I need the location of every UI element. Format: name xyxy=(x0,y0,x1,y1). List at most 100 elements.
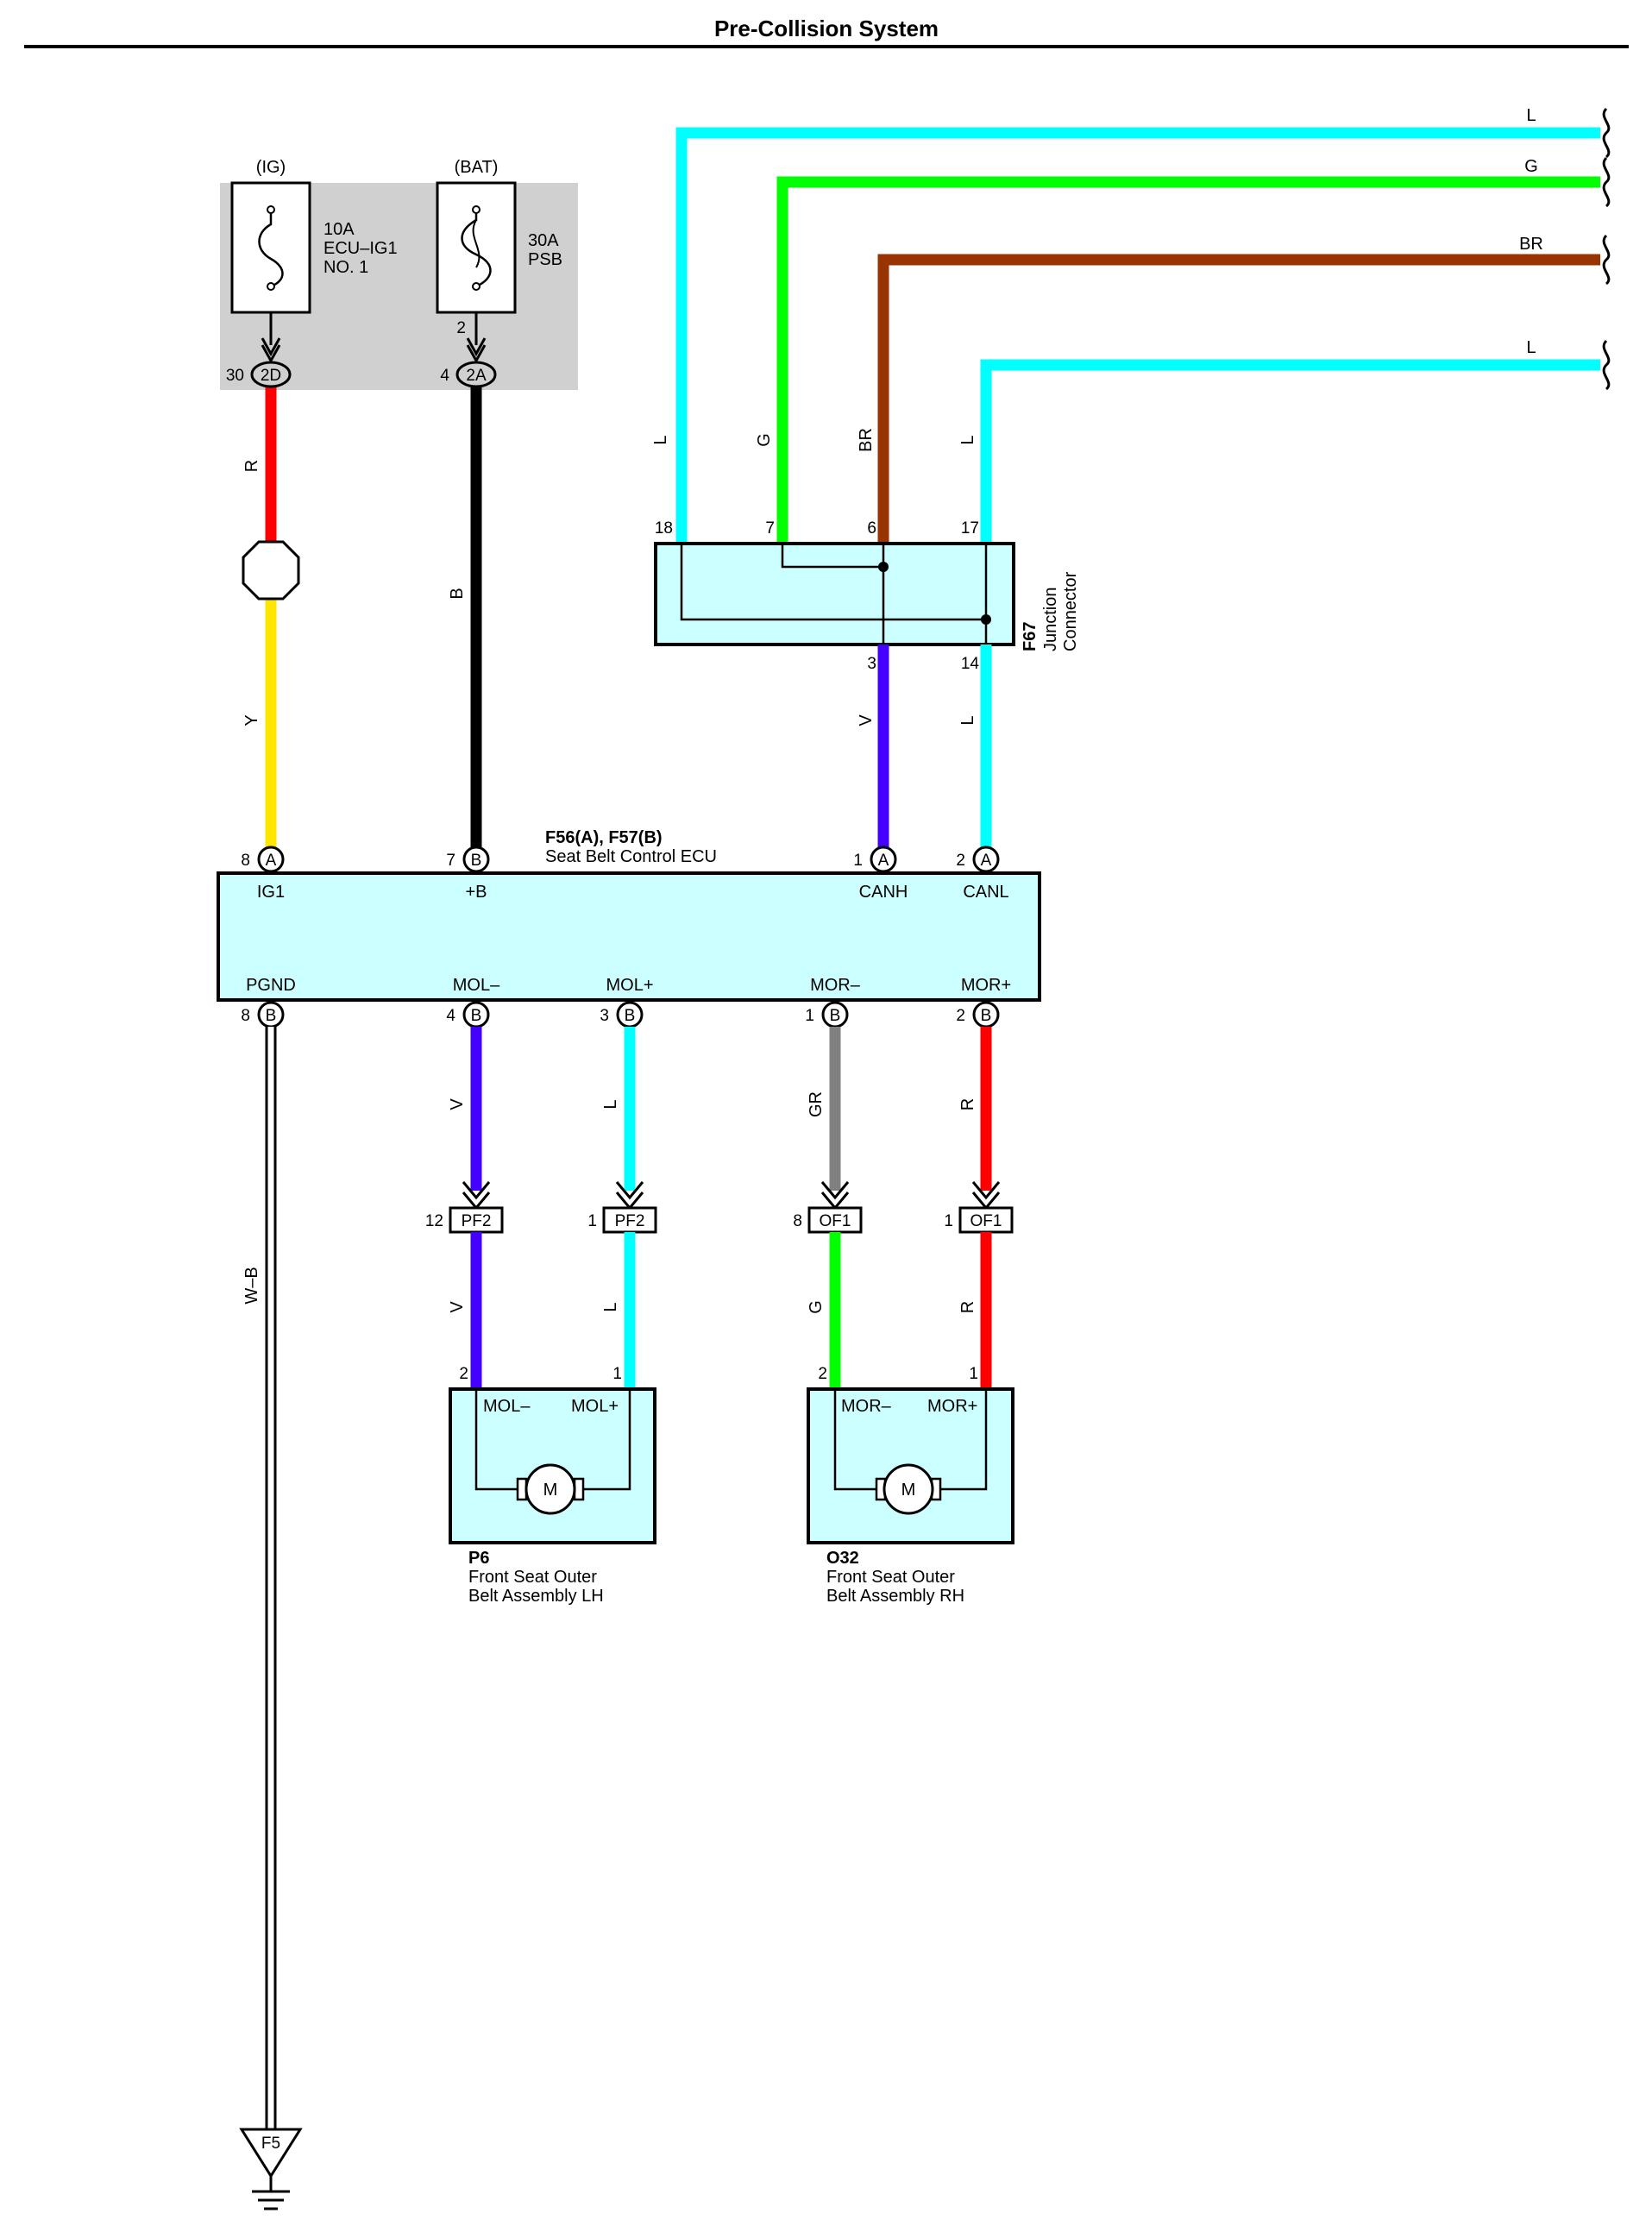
inline-conn-of1-1: OF1 1 xyxy=(944,1206,1014,1234)
ecu-pin-mol-plus: MOL+ B 3 xyxy=(600,976,654,1028)
motor-rh-name2: Belt Assembly RH xyxy=(826,1587,964,1606)
junction-name2: Connector xyxy=(1061,571,1080,651)
wire-label: G xyxy=(1524,157,1538,176)
svg-text:MOR–: MOR– xyxy=(810,976,861,995)
junction-pin-14: 14 xyxy=(961,655,980,673)
fuse-ig-name2: NO. 1 xyxy=(323,258,368,277)
junction-pin-6: 6 xyxy=(867,519,876,538)
svg-text:IG1: IG1 xyxy=(257,883,285,902)
svg-text:3: 3 xyxy=(600,1007,609,1025)
wire-break-icon xyxy=(1602,107,1611,159)
wire-label: L xyxy=(1526,106,1536,125)
svg-text:8: 8 xyxy=(241,852,250,870)
svg-text:A: A xyxy=(981,852,992,870)
svg-text:MOL–: MOL– xyxy=(483,1397,531,1416)
connector-arrow-icon xyxy=(261,337,281,364)
svg-text:1: 1 xyxy=(612,1365,622,1383)
junction-pin-17: 17 xyxy=(961,519,979,538)
svg-text:8: 8 xyxy=(241,1007,250,1025)
svg-text:+B: +B xyxy=(465,883,487,902)
motor-lh: 2 1 MOL– MOL+ M xyxy=(449,1365,656,1544)
junction-dot xyxy=(981,614,991,625)
ecu-pin-plus-b: B 7 +B xyxy=(446,846,490,902)
svg-text:MOL+: MOL+ xyxy=(606,976,653,995)
junction-pin-7: 7 xyxy=(765,519,775,538)
fuse-ig-body xyxy=(230,181,311,314)
svg-text:A: A xyxy=(266,852,277,870)
wire-label: G xyxy=(755,433,774,447)
svg-text:OF1: OF1 xyxy=(820,1212,851,1230)
motor-rh-name1: Front Seat Outer xyxy=(826,1568,955,1587)
svg-text:4: 4 xyxy=(446,1007,455,1025)
wire-label: BR xyxy=(857,428,876,452)
svg-text:7: 7 xyxy=(446,852,455,870)
svg-text:B: B xyxy=(981,1007,992,1025)
ecu-name: Seat Belt Control ECU xyxy=(545,847,717,866)
svg-text:B: B xyxy=(471,852,482,870)
svg-text:B: B xyxy=(471,1007,482,1025)
motor-lh-id: P6 xyxy=(468,1549,489,1568)
fuse-ig-source: (IG) xyxy=(256,158,286,177)
wire-break-icon xyxy=(1602,339,1611,391)
wire-label: R xyxy=(958,1301,977,1313)
ground-triangle-icon xyxy=(239,2128,303,2179)
connector-arrow-icon xyxy=(466,337,487,364)
conn-2d-label: 2D xyxy=(261,367,281,385)
wire-label: L xyxy=(651,435,670,444)
page-title: Pre-Collision System xyxy=(714,16,939,41)
svg-text:B: B xyxy=(625,1007,636,1025)
wire-label: V xyxy=(448,1301,467,1313)
ecu-pin-pgnd: PGND B 8 xyxy=(241,976,296,1028)
inline-conn-of1-8: OF1 8 xyxy=(793,1206,863,1234)
fuse-bat-icon xyxy=(461,210,492,288)
junction-dot xyxy=(878,562,889,572)
svg-text:1: 1 xyxy=(587,1212,597,1230)
ecu-id: F56(A), F57(B) xyxy=(545,828,663,847)
wire-label: L xyxy=(601,1302,620,1311)
svg-text:A: A xyxy=(878,852,889,870)
ground-point: F5 xyxy=(239,2128,303,2210)
wire-br-6 xyxy=(877,254,1600,544)
wire-label: L xyxy=(601,1099,620,1109)
wire-label: W–B xyxy=(242,1267,261,1304)
svg-text:CANH: CANH xyxy=(859,883,908,902)
svg-text:MOR+: MOR+ xyxy=(927,1397,977,1416)
svg-text:PF2: PF2 xyxy=(615,1212,645,1230)
svg-text:2: 2 xyxy=(956,1007,965,1025)
wire-label: V xyxy=(448,1098,467,1110)
conn-2d-pin: 30 xyxy=(226,367,244,385)
svg-text:B: B xyxy=(266,1007,277,1025)
conn-2a xyxy=(455,361,497,388)
wire-label: L xyxy=(1526,338,1536,357)
ecu-pin-ig1: A 8 IG1 xyxy=(241,846,285,902)
splice-octagon xyxy=(242,540,300,601)
wire-label: B xyxy=(448,588,467,599)
svg-text:1: 1 xyxy=(853,852,863,870)
svg-text:8: 8 xyxy=(793,1212,802,1230)
fuse-bat-amps: 30A xyxy=(528,231,559,250)
wire-label: Y xyxy=(242,714,261,726)
wire-break-icon xyxy=(1602,234,1611,286)
svg-text:2: 2 xyxy=(459,1365,468,1383)
svg-text:1: 1 xyxy=(805,1007,814,1025)
fuse-bat-body xyxy=(436,181,517,314)
wire-g-7 xyxy=(776,176,1600,544)
motor-rh: 2 1 MOR– MOR+ M xyxy=(807,1365,1014,1544)
svg-text:M: M xyxy=(543,1481,558,1500)
inline-conn-pf2-1: PF2 1 xyxy=(587,1206,657,1234)
motor-lh-name1: Front Seat Outer xyxy=(468,1568,597,1587)
fuse-bat-pin-top: 2 xyxy=(456,319,466,337)
wire-label: GR xyxy=(807,1091,826,1117)
wire-l-18 xyxy=(675,127,1600,544)
fuse-ig-amps: 10A xyxy=(323,220,355,239)
junction-id: F67 xyxy=(1021,622,1040,651)
motor-rh-id: O32 xyxy=(826,1549,859,1568)
svg-text:PGND: PGND xyxy=(246,976,296,995)
wire-label: L xyxy=(958,435,977,444)
wire-label: R xyxy=(958,1098,977,1110)
conn-2d xyxy=(250,361,292,388)
svg-text:2: 2 xyxy=(956,852,965,870)
motor-lh-name2: Belt Assembly LH xyxy=(468,1587,604,1606)
svg-text:CANL: CANL xyxy=(963,883,1008,902)
